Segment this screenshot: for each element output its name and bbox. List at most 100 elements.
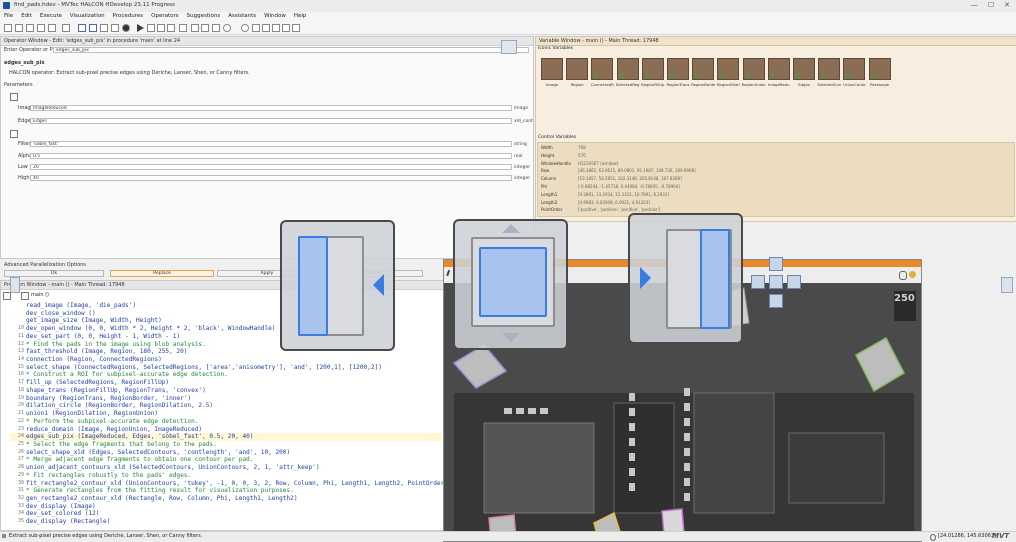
code-line[interactable]: 12* Find the pads in the image using blo… xyxy=(10,341,442,349)
procedure-selector[interactable]: main () xyxy=(31,292,49,298)
zoom-icon[interactable] xyxy=(241,24,249,32)
code-text[interactable]: * Perform the subpixel-accurate edge det… xyxy=(26,417,199,425)
dock-down-arrow-icon[interactable] xyxy=(502,333,520,342)
dock-right-small-icon[interactable] xyxy=(787,275,801,289)
code-text[interactable]: fit_rectangle2_contour_xld (UnionContour… xyxy=(26,479,448,487)
undo-icon[interactable] xyxy=(78,24,86,32)
control-variable-name[interactable]: Phi xyxy=(541,184,548,189)
back-icon[interactable] xyxy=(3,292,11,300)
ok-button[interactable]: Ok xyxy=(4,270,104,277)
code-text[interactable]: dev_open_window (0, 0, Width * 2, Height… xyxy=(26,325,276,333)
iconic-variable-thumbnail[interactable] xyxy=(616,58,639,80)
code-text[interactable]: dev_display (Rectangle) xyxy=(26,518,111,526)
code-text[interactable]: union1 (RegionDilation, RegionUnion) xyxy=(26,410,159,418)
dock-top-small-icon[interactable] xyxy=(769,257,783,271)
code-text[interactable]: * Construct a ROI for subpixel-accurate … xyxy=(26,371,228,379)
code-text[interactable]: * Find the pads in the image using blob … xyxy=(26,340,206,348)
iconic-variable-thumbnail[interactable] xyxy=(767,58,790,80)
iconic-variable-thumbnail[interactable] xyxy=(692,58,715,80)
code-text[interactable]: select_shape_xld (Edges, SelectedContour… xyxy=(26,448,291,456)
code-text[interactable]: get_image_size (Image, Width, Height) xyxy=(26,317,162,325)
code-text[interactable]: gen_rectangle2_contour_xld (Rectangle, R… xyxy=(26,494,298,502)
settings-icon[interactable] xyxy=(909,271,916,278)
code-text[interactable]: dev_display (Image) xyxy=(26,502,96,510)
menu-edit[interactable]: Edit xyxy=(21,13,32,19)
open-example-icon[interactable] xyxy=(26,24,34,32)
iconic-variable-thumbnail[interactable] xyxy=(591,58,614,80)
operator-help-icon[interactable] xyxy=(501,40,517,54)
code-text[interactable]: dev_close_window () xyxy=(26,309,96,317)
code-line[interactable]: 31* Generate rectangles from the fitting… xyxy=(10,487,442,495)
code-text[interactable]: read_image (Image, 'die_pads') xyxy=(26,302,137,309)
control-variable-name[interactable]: WindowHandle xyxy=(541,160,571,166)
step-over-icon[interactable] xyxy=(147,24,155,32)
code-line[interactable]: dev_close_window () xyxy=(10,310,442,318)
plot-icon[interactable] xyxy=(282,24,290,32)
dock-right-icon[interactable] xyxy=(1001,277,1013,293)
replace-button[interactable]: Replace xyxy=(110,270,214,277)
code-text[interactable]: union_adjacent_contours_xld (SelectedCon… xyxy=(26,464,320,472)
iconic-variable-thumbnail[interactable] xyxy=(641,58,664,80)
code-text[interactable]: fill_up (SelectedRegions, RegionFillUp) xyxy=(26,379,170,387)
iconic-variable-thumbnail[interactable] xyxy=(566,58,589,80)
code-line[interactable]: 22* Perform the subpixel-accurate edge d… xyxy=(10,418,442,426)
code-text[interactable]: * Generate rectangles from the fitting r… xyxy=(26,487,294,495)
close-button[interactable]: ✕ xyxy=(1004,1,1010,9)
dock-target-center[interactable] xyxy=(453,219,568,350)
control-variable-name[interactable]: Column xyxy=(541,176,557,182)
code-line[interactable]: 16* Construct a ROI for subpixel-accurat… xyxy=(10,371,442,379)
menu-execute[interactable]: Execute xyxy=(39,13,62,19)
control-variable-name[interactable]: Width xyxy=(541,145,553,150)
control-variable-name[interactable]: Row xyxy=(541,168,550,174)
camera-icon[interactable] xyxy=(62,24,70,32)
feature-histogram-icon[interactable] xyxy=(272,24,280,32)
iconic-variable-thumbnail[interactable] xyxy=(818,58,841,80)
minimize-button[interactable]: — xyxy=(970,1,978,9)
param-low-field[interactable]: 20 xyxy=(30,164,512,170)
code-text[interactable]: fast_threshold (Image, Region, 180, 255,… xyxy=(26,348,188,356)
step-out-icon[interactable] xyxy=(167,24,175,32)
code-line[interactable]: get_image_size (Image, Width, Height) xyxy=(10,317,442,325)
code-text[interactable]: shape_trans (RegionFillUp, RegionTrans, … xyxy=(26,386,206,394)
code-text[interactable]: boundary (RegionTrans, RegionBorder, 'in… xyxy=(26,394,192,402)
dock-target-right[interactable] xyxy=(628,213,743,344)
dock-right-arrow-icon[interactable] xyxy=(640,267,651,289)
code-line[interactable]: 27* Merge adjacent edge fragments to obt… xyxy=(10,456,442,464)
menu-visualization[interactable]: Visualization xyxy=(69,13,105,19)
print-icon[interactable] xyxy=(48,24,56,32)
menu-window[interactable]: Window xyxy=(264,13,286,19)
control-variable-name[interactable]: Height xyxy=(541,152,555,158)
iconic-variable-thumbnail[interactable] xyxy=(868,58,891,80)
open-file-icon[interactable] xyxy=(15,24,23,32)
control-variable-name[interactable]: Length2 xyxy=(541,199,558,205)
iconic-variable-thumbnail[interactable] xyxy=(742,58,765,80)
code-text[interactable]: dilation_circle (RegionBorder, RegionDil… xyxy=(26,402,214,410)
code-text[interactable]: reduce_domain (Image, RegionUnion, Image… xyxy=(26,425,203,433)
save-icon[interactable] xyxy=(37,24,45,32)
cut-icon[interactable] xyxy=(100,24,108,32)
code-text[interactable]: * Select the edge fragments that belong … xyxy=(26,440,217,448)
iconic-variable-thumbnail[interactable] xyxy=(717,58,740,80)
param-high-field[interactable]: 40 xyxy=(30,175,512,181)
dock-left-arrow-icon[interactable] xyxy=(373,274,384,296)
menu-procedures[interactable]: Procedures xyxy=(112,13,144,19)
reset-icon[interactable] xyxy=(191,24,199,32)
new-file-icon[interactable] xyxy=(4,24,12,32)
insight-icon[interactable] xyxy=(122,24,130,32)
control-variable-name[interactable]: PointOrder xyxy=(541,207,563,213)
code-text[interactable]: edges_sub_pix (ImageReduced, Edges, 'sob… xyxy=(26,433,254,441)
run-icon[interactable] xyxy=(137,24,144,32)
code-line[interactable]: read_image (Image, 'die_pads') xyxy=(10,302,442,310)
param-edges-field[interactable]: Edges xyxy=(30,118,512,124)
dock-bottom-small-icon[interactable] xyxy=(769,294,783,308)
